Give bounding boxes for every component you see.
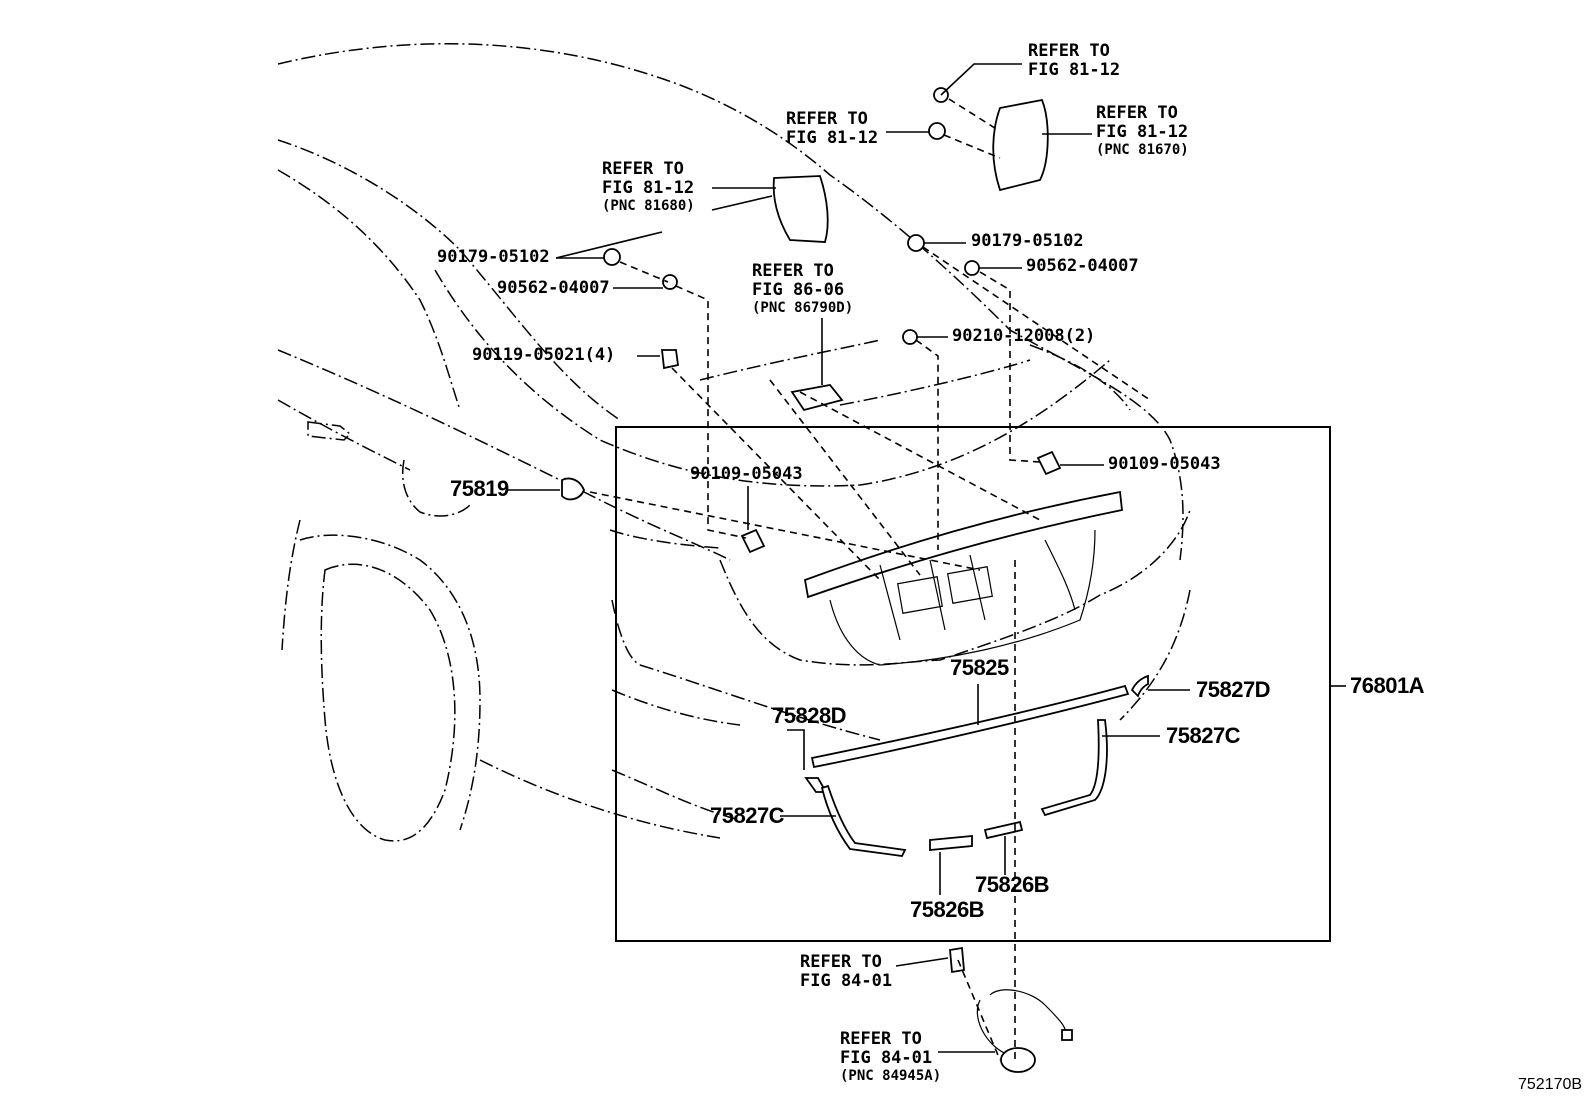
- ref-line2: FIG 86-06: [752, 280, 845, 300]
- part-90179-05102-left[interactable]: 90179-05102: [437, 247, 550, 267]
- ref-pnc: (PNC 81680): [602, 198, 695, 214]
- part-90109-05043-left[interactable]: 90109-05043: [690, 464, 803, 484]
- ref-line2: FIG 81-12: [1028, 60, 1121, 80]
- ref-line1: REFER TO: [1096, 103, 1178, 123]
- garnish-assembly: [803, 490, 1123, 666]
- refer-to-fig-84-01-pnc-84945a[interactable]: REFER TO FIG 84-01 (PNC 84945A): [840, 1030, 941, 1085]
- group-76801a-box: [615, 426, 1331, 942]
- ref-line1: REFER TO: [1028, 41, 1110, 61]
- figure-code: 752170B: [1518, 1076, 1583, 1093]
- part-75826b-left[interactable]: 75826B: [910, 897, 985, 922]
- part-75826b-right[interactable]: 75826B: [975, 872, 1050, 897]
- part-75819[interactable]: 75819: [450, 476, 509, 501]
- part-90119-05021[interactable]: 90119-05021(4): [472, 345, 616, 365]
- part-75827d[interactable]: 75827D: [1196, 677, 1271, 702]
- ref-line1: REFER TO: [840, 1029, 922, 1049]
- part-90109-05043-right[interactable]: 90109-05043: [1108, 454, 1221, 474]
- fasteners: [561, 87, 1062, 974]
- part-90210-12008[interactable]: 90210-12008(2): [952, 326, 1096, 346]
- group-label-76801a[interactable]: 76801A: [1350, 673, 1425, 698]
- lamp-parts: [772, 98, 1049, 412]
- part-75825[interactable]: 75825: [950, 655, 1009, 680]
- ref-line2: FIG 84-01: [800, 971, 893, 991]
- harness-part: [976, 989, 1073, 1073]
- ref-line1: REFER TO: [752, 261, 834, 281]
- refer-to-fig-81-12-top[interactable]: REFER TO FIG 81-12: [1028, 42, 1120, 80]
- refer-to-fig-84-01-upper[interactable]: REFER TO FIG 84-01: [800, 953, 892, 991]
- ref-line2: FIG 81-12: [602, 178, 695, 198]
- ref-line1: REFER TO: [786, 109, 868, 129]
- ref-pnc: (PNC 84945A): [840, 1068, 942, 1084]
- refer-to-fig-81-12-mid[interactable]: REFER TO FIG 81-12: [786, 110, 878, 148]
- refer-to-fig-81-12-pnc-81680[interactable]: REFER TO FIG 81-12 (PNC 81680): [602, 160, 695, 215]
- assembly-lines: [589, 98, 1151, 1061]
- ref-pnc: (PNC 81670): [1096, 142, 1189, 158]
- refer-to-fig-86-06-pnc-86790d[interactable]: REFER TO FIG 86-06 (PNC 86790D): [752, 262, 853, 317]
- moldings: [804, 674, 1149, 857]
- ref-pnc: (PNC 86790D): [752, 300, 854, 316]
- ref-line1: REFER TO: [602, 159, 684, 179]
- ref-line1: REFER TO: [800, 952, 882, 972]
- ref-line2: FIG 84-01: [840, 1048, 933, 1068]
- ref-line2: FIG 81-12: [786, 128, 879, 148]
- refer-to-fig-81-12-pnc-81670[interactable]: REFER TO FIG 81-12 (PNC 81670): [1096, 104, 1189, 159]
- part-90179-05102-right[interactable]: 90179-05102: [971, 231, 1084, 251]
- ref-line2: FIG 81-12: [1096, 122, 1189, 142]
- part-75828d[interactable]: 75828D: [772, 703, 847, 728]
- part-75827c-left[interactable]: 75827C: [710, 803, 785, 828]
- part-90562-04007-right[interactable]: 90562-04007: [1026, 256, 1139, 276]
- leader-lines: [508, 63, 1346, 1053]
- vehicle-outline: [277, 43, 1191, 842]
- part-75827c-right[interactable]: 75827C: [1166, 723, 1241, 748]
- part-90562-04007-left[interactable]: 90562-04007: [497, 278, 610, 298]
